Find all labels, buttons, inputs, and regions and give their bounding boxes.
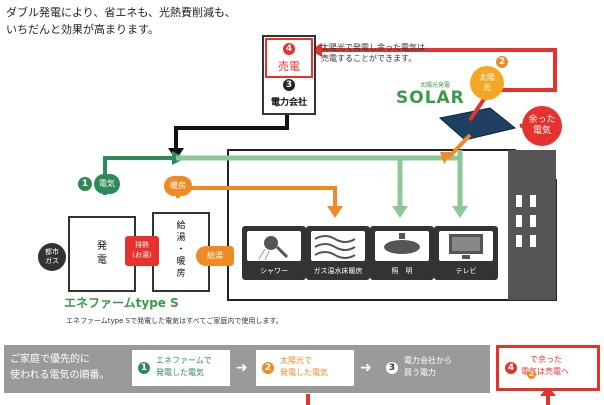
sell-label: 売電 [278, 60, 300, 73]
priority-lead-line-1: ご家庭で優先的に [10, 354, 90, 365]
step-number: 3 [386, 362, 398, 374]
step-number: 1 [138, 362, 150, 374]
final-number: 4 [505, 362, 517, 374]
enefarm-note: エネファームtype Sで発電した電気はすべてご家庭内で使用します。 [66, 317, 283, 325]
step-text: エネファームで 発電した電気 [156, 355, 212, 379]
appliance-lighting: 照 明 [370, 226, 434, 280]
solar-panel [438, 107, 517, 141]
step-line-2: 発電した電気 [280, 368, 328, 377]
sun-icon: 太陽 光 [470, 66, 504, 100]
electricity-label: 電気 [94, 174, 120, 194]
step-line-2: 発電した電気 [156, 368, 204, 377]
enefarm-title: エネファームtype S [64, 296, 179, 310]
step-line-1: 太陽光で [280, 356, 312, 365]
appliance-tv: テレビ [434, 226, 498, 280]
final-small-number: 2 [527, 370, 536, 379]
final-line-1: で余った [530, 355, 562, 364]
heater-label: 給 湯 ・ 暖 房 [176, 221, 186, 279]
intro-line-1: ダブル発電により、省エネも、光熱費削減も、 [6, 6, 236, 19]
step-text: 電力会社から 買う電力 [404, 355, 452, 379]
city-gas-badge: 都市 ガス [38, 243, 66, 271]
tv-icon [439, 231, 493, 261]
appliance-label: 照 明 [391, 267, 413, 275]
generator-unit: 発 電 [68, 216, 136, 292]
floor-heating-icon [311, 231, 365, 261]
electricity-number: 1 [78, 177, 92, 191]
priority-lead: ご家庭で優先的に 使われる電気の順番。 [10, 352, 110, 384]
solar-note-line-2: 売電することができます。 [321, 54, 417, 63]
step-line-1: 電力会社から [404, 356, 452, 365]
exhaust-heat-label: 排熱 (お湯) [125, 236, 159, 266]
heating-label: 暖房 [164, 176, 192, 196]
priority-step-1: 1 エネファームで 発電した電気 [132, 350, 230, 386]
solar-logo-subtitle: 太陽光発電 [420, 82, 451, 89]
sun-number: 2 [496, 56, 508, 68]
ceiling-light-icon [375, 231, 429, 261]
final-text: 2 で余った 電気は売電へ [521, 354, 569, 379]
intro-line-2: いちだんと効果が高まります。 [6, 23, 159, 36]
sun-label: 太陽 光 [479, 73, 495, 92]
appliance-label: テレビ [455, 267, 477, 275]
priority-bar [4, 345, 490, 393]
surplus-label: 余った 電気 [528, 115, 556, 136]
hot-water-label: 給湯 [196, 246, 234, 266]
final-line-2: 電気は売電へ [521, 367, 569, 376]
company-label: 電力会社 [270, 98, 307, 108]
sell-box: 4 売電 [265, 38, 313, 78]
solar-feed-line [446, 133, 472, 160]
arrow-right-icon: ➜ [236, 360, 248, 376]
exhaust-text: 排熱 (お湯) [132, 241, 152, 259]
generator-label: 発 電 [97, 241, 107, 266]
sell-number: 4 [283, 43, 295, 55]
solar-logo: SOLAR [396, 88, 465, 108]
step-text: 太陽光で 発電した電気 [280, 355, 328, 379]
grid-line [174, 113, 289, 152]
appliance-label: シャワー [260, 267, 288, 275]
company-number: 3 [283, 79, 295, 91]
arrow-right-icon: ➜ [360, 360, 372, 376]
priority-step-3: 3 電力会社から 買う電力 [380, 350, 484, 386]
solar-note: 太陽光で発電し余った電気は 売電することができます。 [321, 42, 425, 64]
appliance-shower: シャワー [242, 226, 306, 280]
solar-note-line-1: 太陽光で発電し余った電気は [321, 43, 425, 52]
sell-surplus-box: 4 2 で余った 電気は売電へ [496, 345, 600, 391]
priority-step-2: 2 太陽光で 発電した電気 [256, 350, 354, 386]
sell-line [320, 48, 557, 122]
priority-lead-line-2: 使われる電気の順番。 [10, 370, 110, 381]
appliance-floor-heating: ガス温水床暖房 [306, 226, 370, 280]
city-gas-label: 都市 ガス [45, 248, 59, 265]
appliance-label: ガス温水床暖房 [313, 267, 363, 275]
shower-icon [247, 231, 301, 261]
step-line-2: 買う電力 [404, 368, 436, 377]
step-line-1: エネファームで [156, 356, 212, 365]
surplus-electricity-badge: 余った 電気 [522, 106, 562, 146]
step-number: 2 [262, 362, 274, 374]
intro-text: ダブル発電により、省エネも、光熱費削減も、 いちだんと効果が高まります。 [6, 4, 236, 38]
